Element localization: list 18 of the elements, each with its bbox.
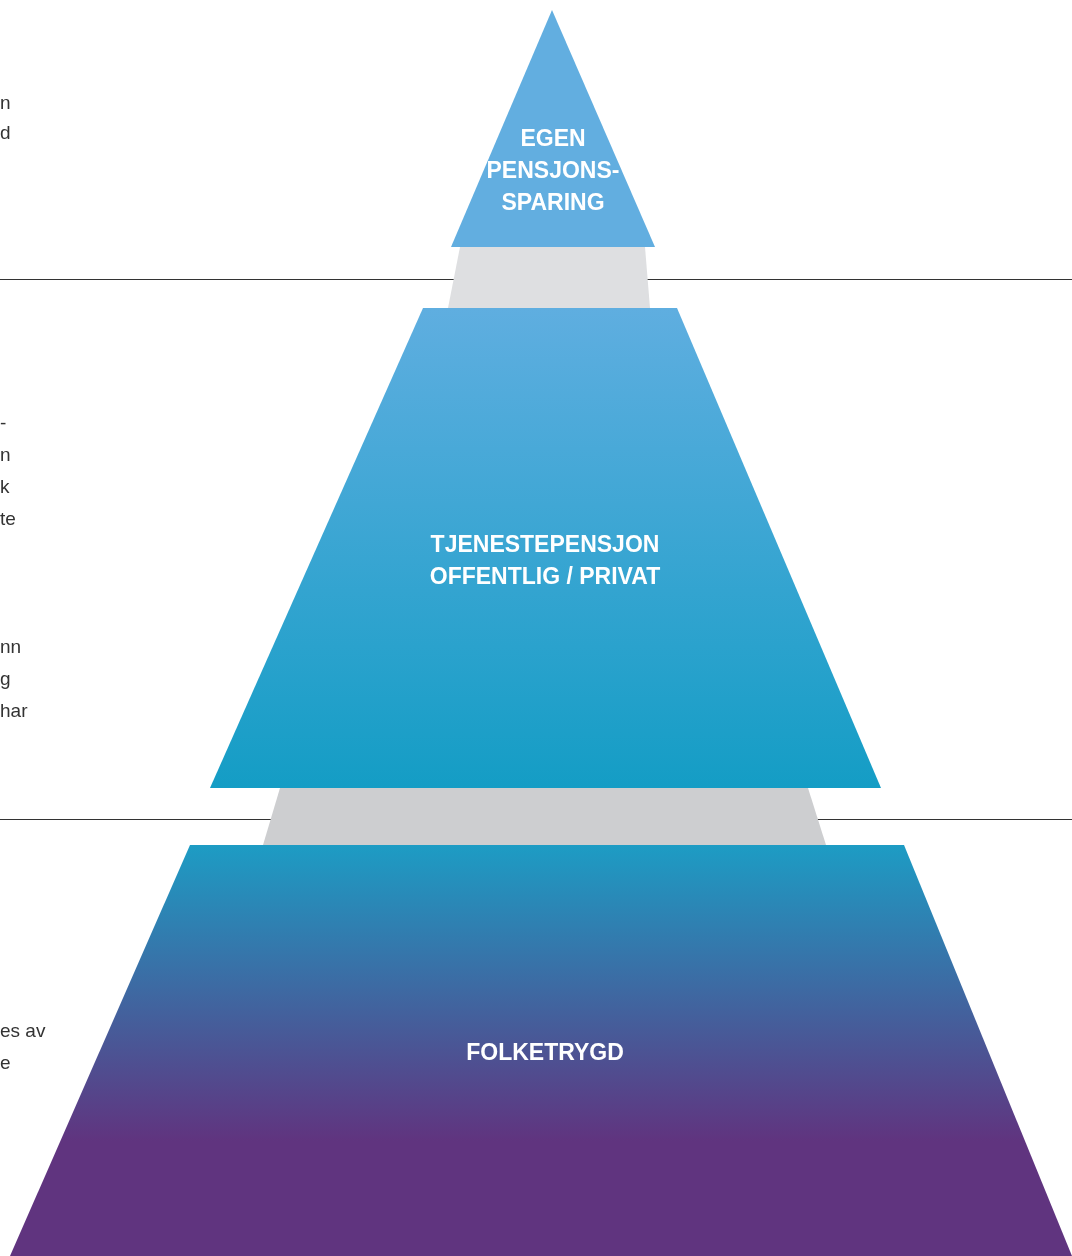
- middle-trapezoid: [210, 308, 881, 788]
- connector-band: [448, 247, 650, 308]
- text-fragment: d: [0, 121, 11, 145]
- text-fragment: e: [0, 1051, 11, 1075]
- apex-triangle: [451, 10, 655, 247]
- text-fragment: k: [0, 475, 10, 499]
- text-fragment: -: [0, 411, 7, 435]
- text-fragment: har: [0, 699, 28, 723]
- tier-label: EGEN PENSJONS- SPARING: [485, 124, 621, 217]
- text-fragment: g: [0, 667, 11, 691]
- text-fragment: nn: [0, 635, 22, 659]
- connector-band: [263, 788, 826, 845]
- text-fragment: es av: [0, 1019, 46, 1043]
- tier-label: FOLKETRYGD: [465, 1038, 625, 1067]
- text-fragment: te: [0, 507, 16, 531]
- text-fragment: n: [0, 443, 11, 467]
- tier-label: TJENESTEPENSJON OFFENTLIG / PRIVAT: [428, 530, 662, 591]
- text-fragment: n: [0, 91, 11, 115]
